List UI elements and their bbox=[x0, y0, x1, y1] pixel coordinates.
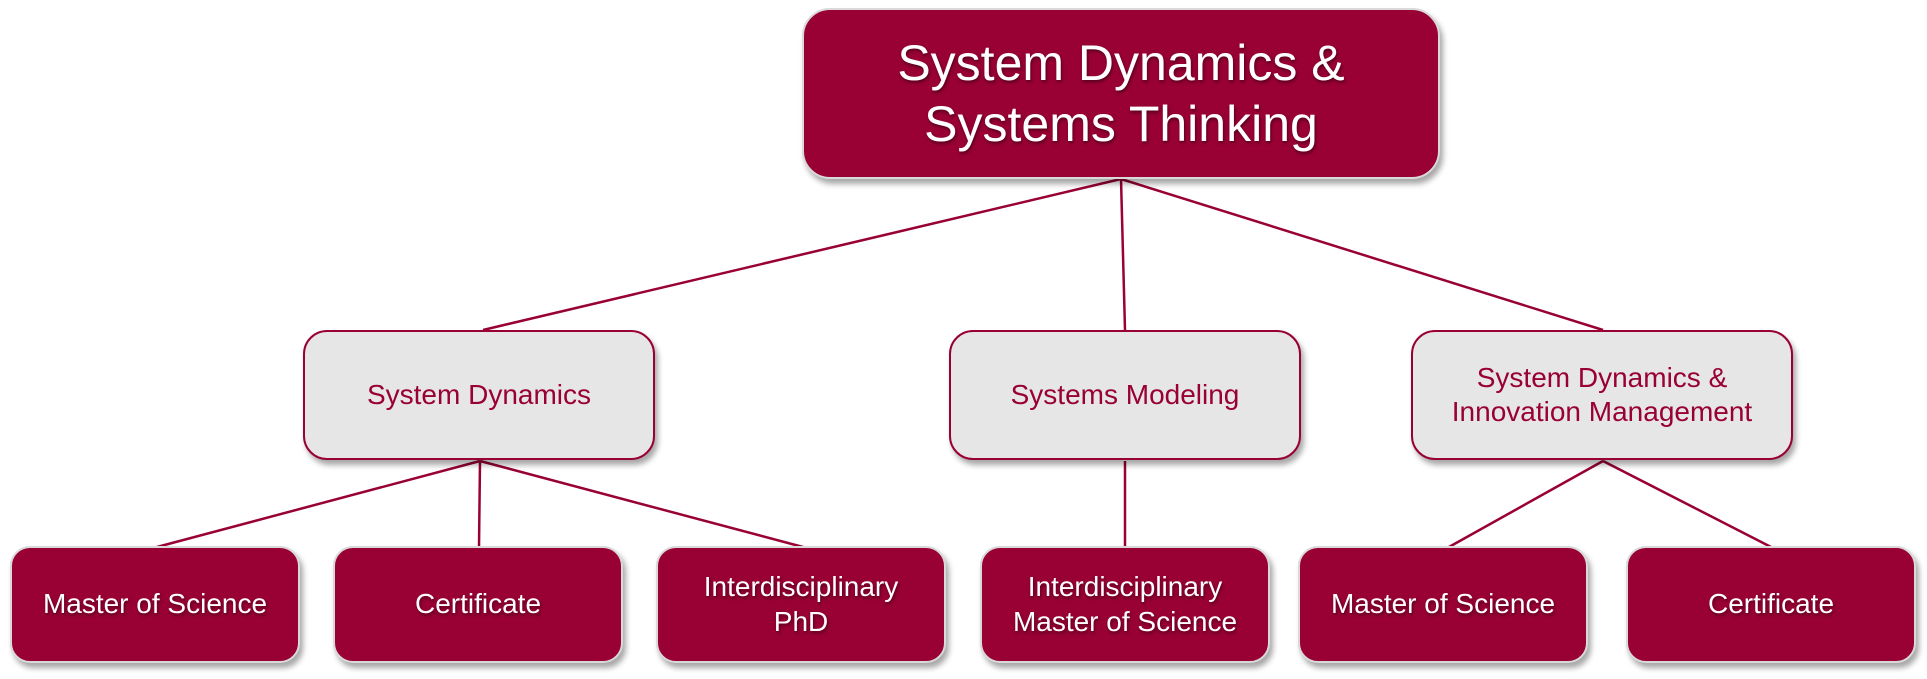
root-node-system-dynamics-systems-thinking: System Dynamics & Systems Thinking bbox=[802, 8, 1440, 179]
degree-node-sd-certificate: Certificate bbox=[333, 546, 623, 663]
root-node-label: System Dynamics & Systems Thinking bbox=[897, 34, 1345, 152]
degree-node-label: Interdisciplinary Master of Science bbox=[1012, 571, 1238, 637]
connector-root-to-systems-modeling bbox=[1119, 178, 1127, 331]
degree-node-sdim-master-of-science: Master of Science bbox=[1298, 546, 1588, 663]
connector-root-to-system-dynamics bbox=[482, 177, 1122, 332]
degree-node-label: Certificate bbox=[414, 588, 542, 620]
connector-root-to-sd-innovation-management bbox=[1120, 177, 1604, 332]
connector-system-dynamics-to-master-of-science bbox=[156, 459, 481, 549]
degree-node-label: Interdisciplinary PhD bbox=[703, 571, 899, 637]
degree-node-sd-master-of-science: Master of Science bbox=[10, 546, 300, 663]
degree-node-label: Master of Science bbox=[1330, 588, 1556, 620]
degree-node-sm-interdisciplinary-master-of-science: Interdisciplinary Master of Science bbox=[980, 546, 1270, 663]
program-node-systems-modeling: Systems Modeling bbox=[949, 330, 1301, 460]
program-node-label: System Dynamics bbox=[366, 378, 592, 410]
connector-sdim-to-master-of-science bbox=[1448, 459, 1604, 549]
degree-node-sd-interdisciplinary-phd: Interdisciplinary PhD bbox=[656, 546, 946, 663]
program-node-label: Systems Modeling bbox=[1010, 378, 1240, 410]
degree-node-label: Master of Science bbox=[42, 588, 268, 620]
program-node-sd-innovation-management: System Dynamics & Innovation Management bbox=[1411, 330, 1793, 460]
connector-system-dynamics-to-certificate bbox=[477, 460, 482, 548]
program-node-system-dynamics: System Dynamics bbox=[303, 330, 655, 460]
degree-node-sdim-certificate: Certificate bbox=[1626, 546, 1916, 663]
degree-node-label: Certificate bbox=[1707, 588, 1835, 620]
connector-sdim-to-certificate bbox=[1602, 459, 1772, 549]
connector-system-dynamics-to-interdisciplinary-phd bbox=[479, 459, 804, 549]
program-node-label: System Dynamics & Innovation Management bbox=[1451, 361, 1753, 427]
